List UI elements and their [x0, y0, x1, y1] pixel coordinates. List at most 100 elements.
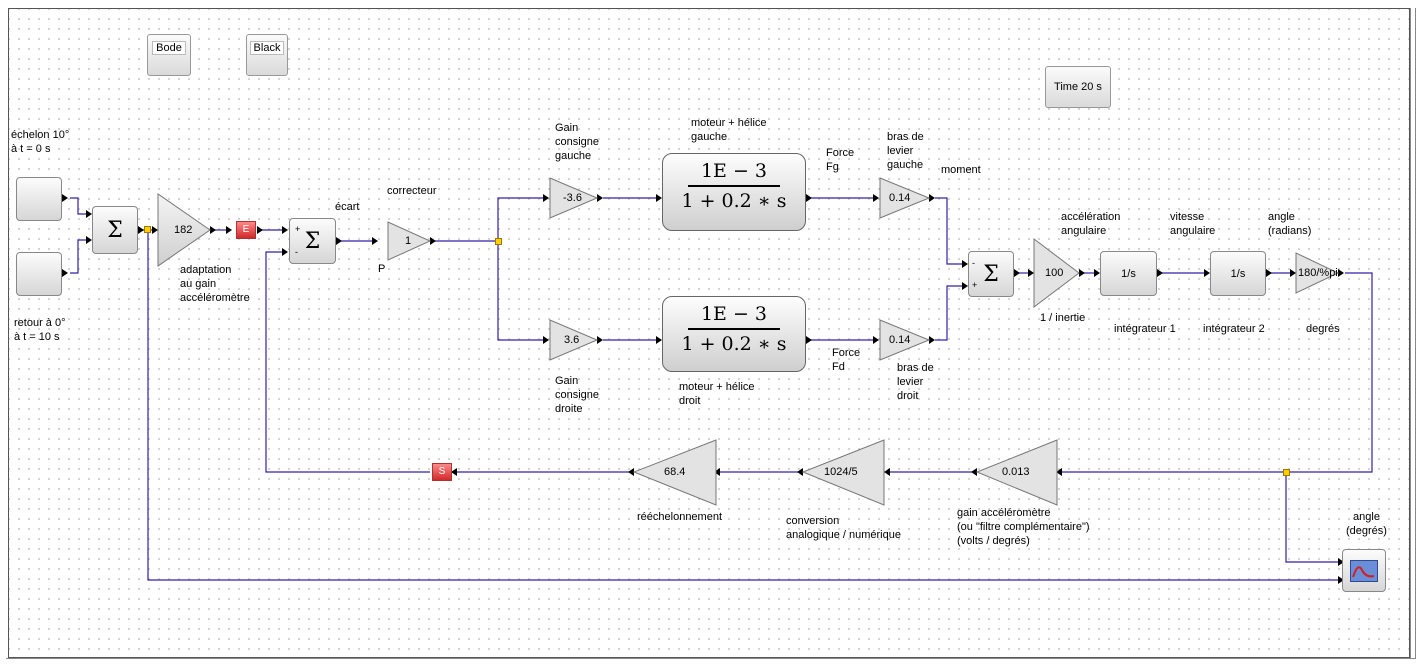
- ecart-label: écart: [335, 201, 360, 213]
- scrollbar-horizontal[interactable]: [6, 658, 1416, 665]
- adapt-label: adaptation au gain accéléromètre: [180, 264, 250, 304]
- gain-d-triangle: [549, 319, 599, 361]
- scope-icon: [1350, 559, 1378, 582]
- integrator-1[interactable]: 1/s: [1100, 251, 1157, 296]
- arrow: [962, 282, 968, 290]
- gain-corr-triangle: [387, 221, 432, 261]
- step-block-2[interactable]: [16, 252, 62, 296]
- split-point: [495, 238, 502, 245]
- arrow: [226, 226, 232, 234]
- step-block-1[interactable]: [16, 177, 62, 221]
- gain-acc-value: 0.013: [1002, 466, 1030, 478]
- arrow: [971, 468, 977, 476]
- tag-s[interactable]: S: [432, 463, 452, 481]
- inertia-label: 1 / inertie: [1040, 312, 1086, 324]
- arrow: [1338, 576, 1344, 584]
- lever-d-value: 0.14: [889, 334, 911, 346]
- plus-sign: +: [295, 224, 301, 234]
- arrow: [929, 194, 935, 202]
- gain-g-value: -3.6: [563, 192, 582, 204]
- motor-g-label: moteur + hélice gauche: [691, 117, 767, 143]
- gain-182-value: 182: [174, 224, 193, 236]
- resc-triangle: [632, 439, 717, 506]
- arrow: [543, 336, 549, 344]
- can-label: conversion analogique / numérique: [786, 515, 901, 541]
- resc-value: 68.4: [664, 466, 686, 478]
- tf-den: 1 + 0.2 ∗ s: [681, 189, 787, 212]
- wire: [147, 230, 1338, 581]
- time-button[interactable]: Time 20 s: [1045, 66, 1111, 108]
- minus-sign: -: [295, 247, 298, 257]
- arrow: [873, 194, 879, 202]
- moment-label: moment: [941, 164, 981, 176]
- accel-label: accélération angulaire: [1061, 211, 1121, 237]
- arrow: [1290, 269, 1296, 277]
- arrow: [282, 226, 288, 234]
- arrow: [628, 468, 634, 476]
- gain-corr-value: 1: [405, 235, 412, 247]
- black-button[interactable]: Black: [246, 34, 288, 76]
- bode-button[interactable]: Bode: [147, 34, 191, 76]
- can-triangle: [801, 439, 885, 506]
- arrow: [1338, 269, 1344, 277]
- arrow: [656, 194, 662, 202]
- wire: [497, 241, 543, 341]
- arrow: [797, 468, 803, 476]
- arrow: [86, 210, 92, 218]
- resc-label: rééchelonnement: [637, 511, 723, 523]
- tf-motor-g[interactable]: 1E − 3 1 + 0.2 ∗ s: [662, 153, 806, 231]
- tag-e[interactable]: E: [236, 221, 256, 239]
- arrow: [1028, 269, 1034, 277]
- arrow: [138, 226, 144, 234]
- lever-g-triangle: [879, 177, 931, 219]
- gain-182-triangle: [157, 193, 211, 267]
- arrow: [656, 336, 662, 344]
- sum-block-3[interactable]: Σ: [968, 251, 1014, 297]
- plus-sign: +: [972, 280, 978, 290]
- arrow: [714, 468, 720, 476]
- arrow: [1338, 558, 1344, 566]
- deg-value: 180/%pi: [1298, 267, 1338, 279]
- angle-rad-label: angle (radians): [1268, 211, 1312, 237]
- arrow: [451, 468, 457, 476]
- wire: [497, 197, 543, 241]
- arrow: [884, 468, 890, 476]
- wire: [1062, 272, 1373, 473]
- lever-g-value: 0.14: [889, 192, 911, 204]
- tf-motor-d[interactable]: 1E − 3 1 + 0.2 ∗ s: [662, 296, 806, 372]
- fraction-bar: [688, 328, 780, 330]
- lever-g-label: bras de levier gauche: [887, 131, 924, 171]
- arrow: [1204, 269, 1210, 277]
- scrollbar-vertical[interactable]: [1410, 8, 1416, 658]
- arrow: [1266, 269, 1272, 277]
- wire: [935, 285, 962, 341]
- motor-d-label: moteur + hélice droit: [679, 381, 755, 407]
- arrow: [873, 336, 879, 344]
- arrow: [62, 194, 68, 202]
- inertia-triangle: [1033, 237, 1080, 309]
- integrator-2[interactable]: 1/s: [1210, 251, 1266, 296]
- sum-block-1[interactable]: Σ: [92, 206, 138, 254]
- gain-g-triangle: [549, 177, 599, 219]
- wire: [935, 197, 962, 265]
- arrow: [929, 336, 935, 344]
- arrow: [1056, 468, 1062, 476]
- tf-num: 1E − 3: [700, 160, 768, 182]
- scope-label: angle (degrés): [1346, 511, 1387, 537]
- arrow: [152, 226, 158, 234]
- minus-sign: -: [972, 258, 975, 268]
- arrow: [597, 194, 603, 202]
- sum-block-2[interactable]: Σ: [289, 218, 336, 264]
- arrow: [1079, 269, 1085, 277]
- split-point: [144, 226, 151, 233]
- tf-num: 1E − 3: [700, 303, 768, 325]
- arrow: [597, 336, 603, 344]
- force-g-label: Force Fg: [826, 147, 855, 173]
- gain-acc-label: gain accéléromètre (ou "filtre complémen…: [957, 507, 1090, 547]
- tf-den: 1 + 0.2 ∗ s: [681, 332, 787, 355]
- scope-block[interactable]: [1342, 549, 1386, 592]
- arrow: [86, 236, 92, 244]
- speed-label: vitesse angulaire: [1170, 211, 1216, 237]
- lever-d-label: bras de levier droit: [897, 362, 934, 402]
